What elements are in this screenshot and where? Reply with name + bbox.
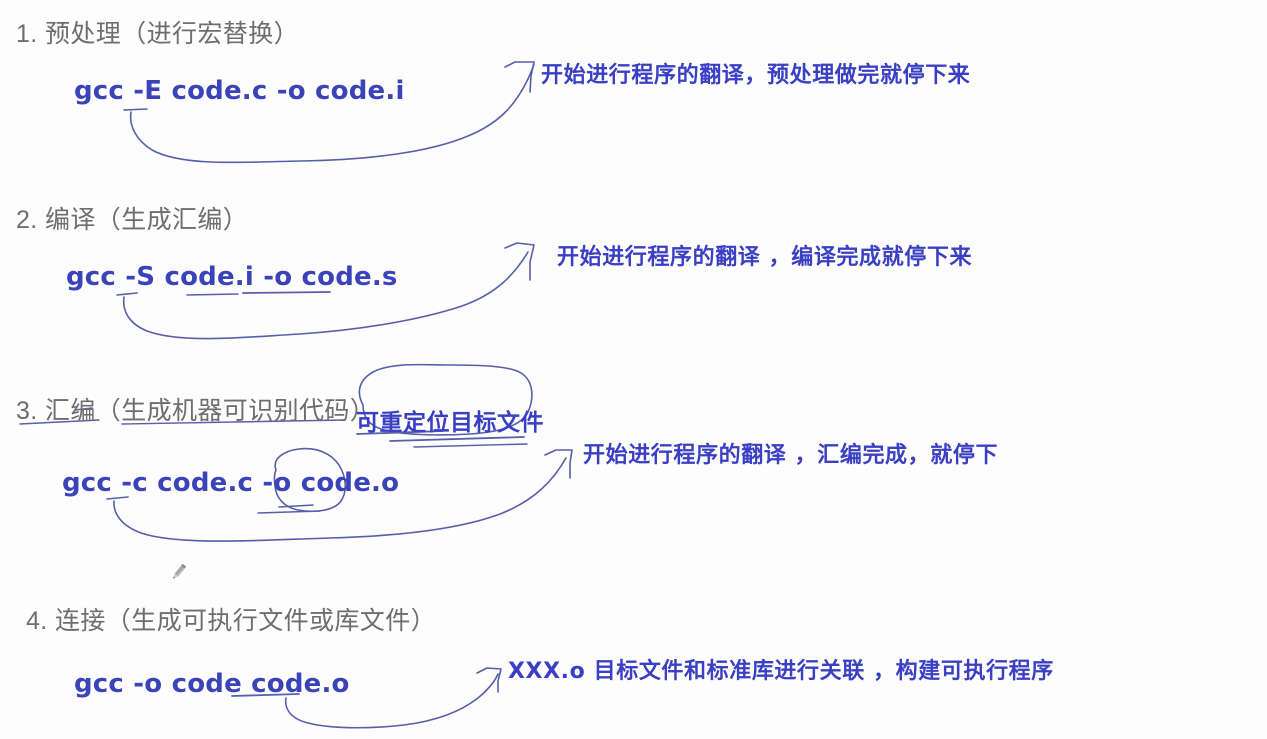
step-1-note: 开始进行程序的翻译，预处理做完就停下来 [541,63,971,88]
step-3-title: 3. 汇编（生成机器可识别代码） [16,397,376,425]
tick-step-2 [116,292,138,296]
arrowhead-step-2 [504,242,535,281]
step-2-note: 开始进行程序的翻译 ，编译完成就停下来 [557,245,973,270]
arrowhead-step-4 [476,667,502,693]
step-2-command: gcc -S code.i -o code.s [66,262,398,292]
step-4-title: 4. 连接（生成可执行文件或库文件） [26,607,436,635]
step-1-title: 1. 预处理（进行宏替换） [16,20,299,48]
pencil-icon [168,560,190,584]
arrow-step-1 [123,108,148,111]
underline-annotation-3 [413,443,528,448]
underline-code-s [242,291,331,294]
step-3-note: 开始进行程序的翻译 ，汇编完成，就停下 [583,443,999,468]
step-4-command: gcc -o code code.o [74,669,350,699]
step-3-annotation: 可重定位目标文件 [356,410,544,436]
underline-code-o-step3b [257,510,321,514]
step-4-note: XXX.o 目标文件和标准库进行关联 ，构建可执行程序 [508,659,1054,684]
underline-annotation-2 [389,436,525,442]
step-2-title: 2. 编译（生成汇编） [16,206,249,234]
arrowhead-step-3 [544,449,573,479]
underline-code-s-2 [186,293,239,296]
underline-code-o-step3 [278,504,314,508]
step-3-command: gcc -c code.c -o code.o [62,468,400,498]
step-1-command: gcc -E code.c -o code.i [74,76,405,106]
arrowhead-step-1 [504,61,535,93]
